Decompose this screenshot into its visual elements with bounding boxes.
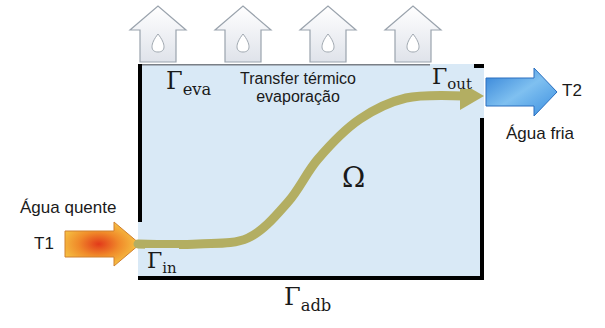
inlet-label: Água quente [20,198,116,218]
droplet [322,34,334,52]
evaporation-arrow [385,6,441,62]
temperature-label: T2 [562,81,582,101]
boundary-label: Γin [145,248,179,273]
temperature-label: T1 [34,234,54,254]
evaporation-arrow [130,6,186,62]
evaporation-arrow [215,6,271,62]
evaporation-boundary [138,64,434,66]
subscript-part: eva [183,80,212,99]
domain-region: ΓevaTransfer térmico evaporaçãoΓoutΩΓin [138,64,484,280]
boundary-label: Γeva [166,68,211,96]
evaporation-arrows [130,6,441,62]
adiabatic-wall [480,118,484,280]
droplet [237,34,249,52]
adiabatic-wall [138,276,484,280]
subscript-part: in [162,259,176,277]
boundary-label: Γadb [284,284,331,312]
symbol-part: Γ [147,248,162,273]
domain-symbol: Ω [340,162,367,194]
subscript-part: adb [301,296,332,315]
symbol-part: Γ [284,283,301,311]
symbol-part: Γ [166,67,183,95]
boundary-label: Γout [430,64,474,89]
flow-path [138,95,464,244]
adiabatic-wall [138,64,142,222]
symbol-part: Γ [432,64,447,89]
process-note: Transfer térmico evaporação [223,70,373,107]
droplet [407,34,419,52]
cold-water-outlet-arrow [486,68,557,116]
droplet [152,34,164,52]
evaporation-arrow [300,6,356,62]
hot-water-inlet-arrow [65,222,140,266]
subscript-part: out [447,75,472,93]
outlet-label: Água fria [506,124,574,144]
